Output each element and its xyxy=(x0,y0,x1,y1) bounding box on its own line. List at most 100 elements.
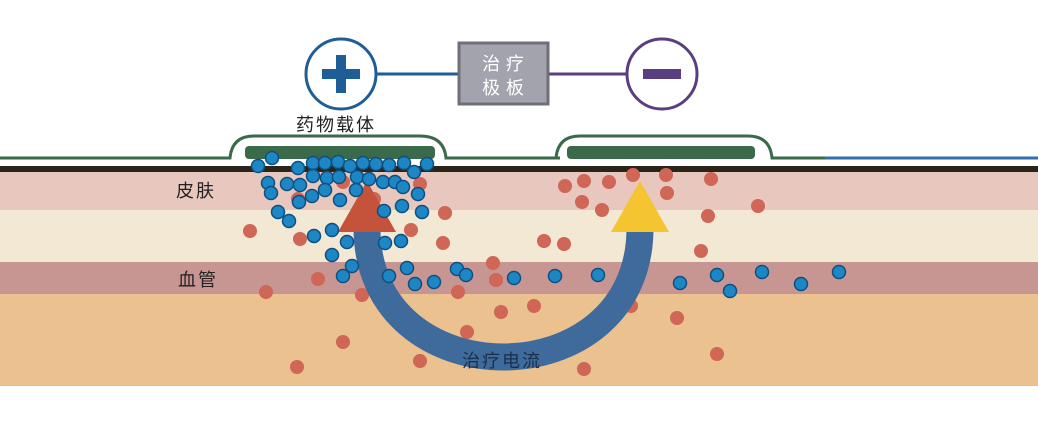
blue-particle xyxy=(305,168,321,184)
blue-particle xyxy=(376,203,392,219)
blue-particle xyxy=(414,204,430,220)
drug-carrier-pad xyxy=(245,146,435,159)
therapy-current-label: 治疗电流 xyxy=(462,351,542,372)
blue-particle xyxy=(250,158,266,174)
blue-particle xyxy=(355,155,371,171)
red-particle xyxy=(336,335,350,349)
blue-particle xyxy=(793,276,809,292)
red-particle xyxy=(290,360,304,374)
red-particle xyxy=(404,223,418,237)
plus-icon-v xyxy=(336,55,346,93)
blue-particle xyxy=(306,228,322,244)
blue-particle xyxy=(317,155,333,171)
drug-carrier-label: 药物载体 xyxy=(296,115,376,136)
red-particle xyxy=(659,168,673,182)
red-particle xyxy=(486,256,500,270)
red-particle xyxy=(451,285,465,299)
right-electrode-cover-outline xyxy=(554,134,825,160)
red-particle xyxy=(243,224,257,238)
red-particle xyxy=(436,236,450,250)
skin-surface-line xyxy=(0,166,1038,172)
red-particle xyxy=(557,237,571,251)
return-electrode-pad xyxy=(567,146,755,159)
blue-particle xyxy=(377,235,393,251)
blue-particle xyxy=(407,276,423,292)
blue-particle xyxy=(831,264,847,280)
red-particle xyxy=(751,199,765,213)
blue-particle xyxy=(381,268,397,284)
red-particle xyxy=(460,325,474,339)
blue-particle xyxy=(722,283,738,299)
red-particle xyxy=(710,347,724,361)
blue-particle xyxy=(335,268,351,284)
blue-particle xyxy=(270,204,286,220)
blue-particle xyxy=(368,156,384,172)
blue-particle xyxy=(332,192,348,208)
red-particle xyxy=(704,172,718,186)
vessel-label: 血管 xyxy=(178,270,218,291)
red-particle xyxy=(558,179,572,193)
red-particle xyxy=(259,285,273,299)
blue-particle xyxy=(324,247,340,263)
blue-particle xyxy=(395,179,411,195)
blue-particle xyxy=(339,234,355,250)
red-particle xyxy=(694,244,708,258)
red-particle xyxy=(595,203,609,217)
therapy-device-box xyxy=(457,41,550,106)
blue-particle xyxy=(590,267,606,283)
blue-particle xyxy=(305,155,321,171)
blue-particle xyxy=(458,267,474,283)
blue-particle xyxy=(426,274,442,290)
left-electrode-cover-outline xyxy=(0,134,560,160)
blue-particle xyxy=(410,186,426,202)
blue-particle xyxy=(394,198,410,214)
red-particle xyxy=(575,195,589,209)
blue-particle xyxy=(291,194,307,210)
blue-particle xyxy=(319,170,335,186)
blue-particle xyxy=(324,222,340,238)
blue-particle xyxy=(264,150,280,166)
red-particle xyxy=(527,299,541,313)
blue-particle xyxy=(399,260,415,276)
blue-particle xyxy=(709,267,725,283)
yellow-arrow-head xyxy=(611,181,669,232)
blue-particle xyxy=(330,154,346,170)
blue-particle xyxy=(292,177,308,193)
blue-particle xyxy=(349,169,365,185)
blue-particle xyxy=(419,156,435,172)
skin-label: 皮肤 xyxy=(176,181,216,202)
red-particle xyxy=(626,168,640,182)
blue-particle xyxy=(406,164,422,180)
red-particle xyxy=(311,272,325,286)
blue-particle xyxy=(304,188,320,204)
therapy-current-arc xyxy=(353,227,654,371)
blue-particle xyxy=(375,174,391,190)
red-particle xyxy=(494,305,508,319)
blue-particle xyxy=(393,233,409,249)
red-particle xyxy=(293,232,307,246)
blue-particle xyxy=(344,258,360,274)
minus-icon xyxy=(643,69,681,79)
blue-particle xyxy=(279,176,295,192)
red-particle xyxy=(670,311,684,325)
red-arrow-head xyxy=(338,181,396,232)
blue-particle xyxy=(361,171,377,187)
blue-particle xyxy=(754,264,770,280)
red-particle xyxy=(602,175,616,189)
blue-particle xyxy=(263,185,279,201)
blue-particles xyxy=(250,150,847,299)
red-particle xyxy=(660,186,674,200)
deep-tissue-layer xyxy=(0,294,1038,386)
device-label-line1: 治 疗 xyxy=(482,54,524,75)
red-particle xyxy=(413,354,427,368)
red-particle xyxy=(537,234,551,248)
blue-particle xyxy=(290,160,306,176)
skin-layer xyxy=(0,172,1038,210)
red-particle xyxy=(438,206,452,220)
blue-particle xyxy=(348,182,364,198)
blue-particle xyxy=(396,155,412,171)
red-particle xyxy=(701,209,715,223)
blue-particle xyxy=(506,270,522,286)
